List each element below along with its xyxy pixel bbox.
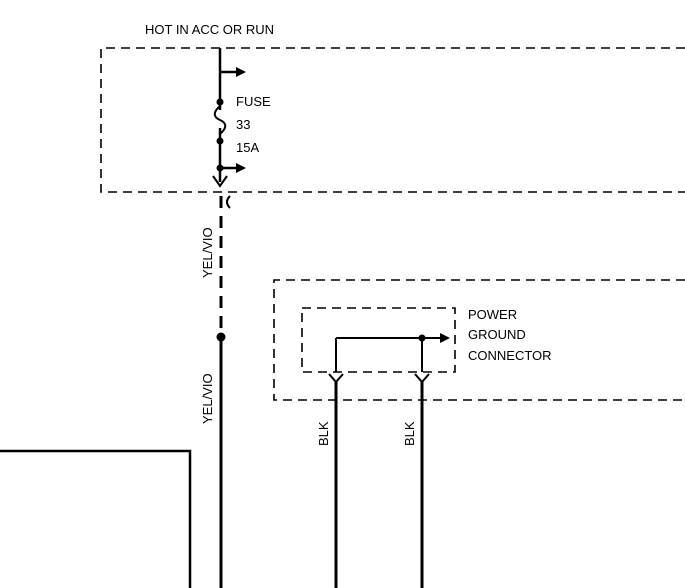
connector-paren-icon xyxy=(226,195,231,209)
fuse-output-connector-icon xyxy=(212,175,228,188)
wire-lower-color-label: YEL/VIO xyxy=(200,373,215,424)
ground-bus xyxy=(335,333,450,372)
ground-left-connector-icon xyxy=(328,373,344,384)
fuse-top-dot xyxy=(216,98,224,106)
fuse-bottom-dot xyxy=(216,137,224,145)
wire-splice-dot xyxy=(216,332,226,342)
wire-upper-color-label: YEL/VIO xyxy=(200,227,215,278)
power-ground-connector-box xyxy=(301,307,456,373)
fuse-symbol xyxy=(213,105,227,135)
fuse-rating: 15A xyxy=(236,140,259,155)
wire-blk-right-label: BLK xyxy=(402,421,417,446)
ground-box-border xyxy=(273,279,685,401)
ground-right-connector-icon xyxy=(414,373,430,384)
component-box-left xyxy=(0,449,192,588)
fuse-number: 33 xyxy=(236,117,250,132)
fuse-box-border xyxy=(100,47,685,193)
upper-branch-arrow xyxy=(220,67,246,77)
wire-blk-left-label: BLK xyxy=(316,421,331,446)
connector-label-line2: GROUND xyxy=(468,327,526,342)
fuse-name: FUSE xyxy=(236,94,271,109)
lower-branch-arrow xyxy=(220,163,246,173)
connector-label-line3: CONNECTOR xyxy=(468,348,552,363)
connector-label-line1: POWER xyxy=(468,307,517,322)
power-source-label: HOT IN ACC OR RUN xyxy=(145,22,274,37)
